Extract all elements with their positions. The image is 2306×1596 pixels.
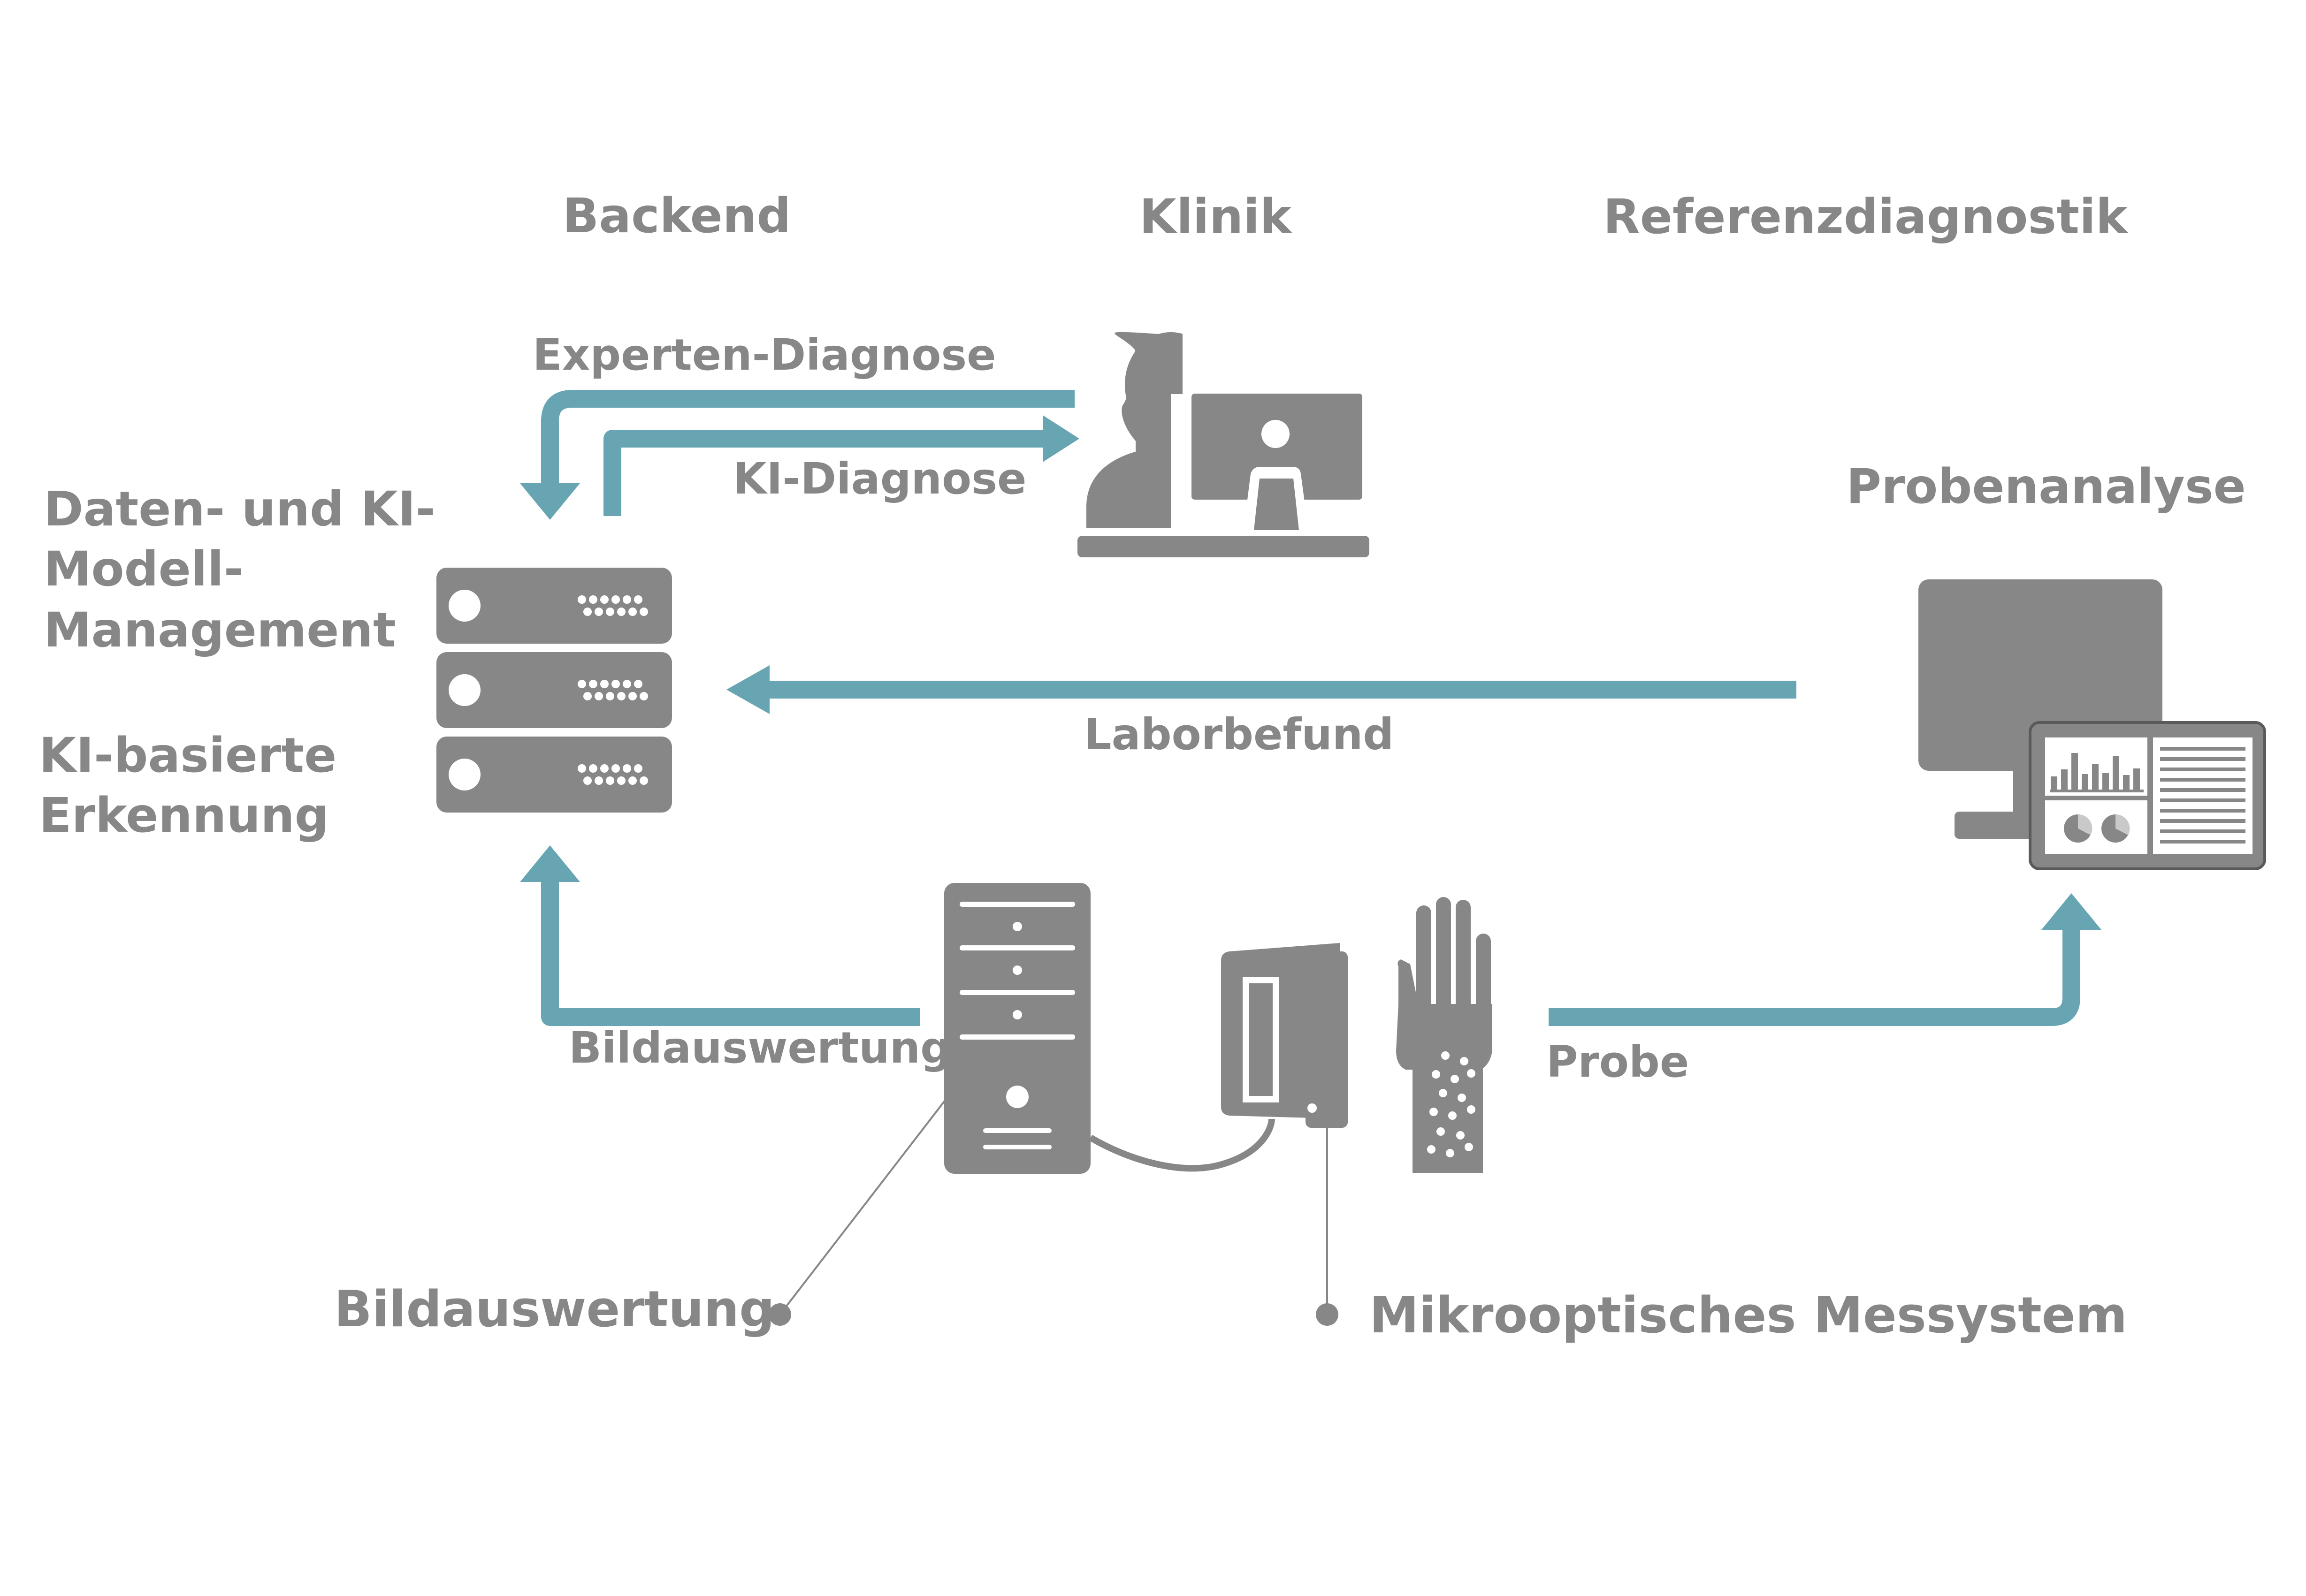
callout-dot-bildauswertung — [769, 1303, 791, 1326]
arrowhead-experten — [520, 483, 580, 520]
arrowhead-probe — [2041, 893, 2101, 930]
arrow-experten-diagnose — [541, 390, 1075, 483]
callout-label-messsystem: Mikrooptisches Messystem — [1369, 1286, 2127, 1344]
callout-dot-messsystem — [1316, 1303, 1338, 1326]
label-ki-line1: KI-basierte — [39, 728, 336, 783]
arrowhead-laborbefund — [726, 665, 770, 714]
header-klinik: Klinik — [1139, 189, 1293, 245]
callout-line-bildauswertung — [779, 1094, 950, 1315]
header-referenzdiagnostik: Referenzdiagnostik — [1603, 189, 2129, 245]
microoptical-scanner-icon — [1221, 943, 1348, 1128]
arrowhead-bildauswertung — [520, 845, 580, 882]
arrow-ki-diagnose — [603, 430, 1044, 516]
cable-line — [1089, 1118, 1275, 1172]
label-daten-line2: Modell- — [44, 541, 244, 597]
label-probenanalyse: Probenanalyse — [1846, 459, 2246, 515]
lab-monitor-tablet-icon — [1918, 579, 2266, 870]
label-probe: Probe — [1546, 1037, 1689, 1087]
label-laborbefund: Laborbefund — [1084, 709, 1394, 760]
callout-label-bildauswertung: Bildauswertung — [334, 1280, 775, 1338]
clinician-at-computer-icon — [1077, 332, 1371, 557]
arrow-bildauswertung — [541, 882, 920, 1026]
computer-tower-icon — [944, 883, 1091, 1174]
server-rack-icon — [436, 568, 672, 813]
arrowhead-ki-diagnose — [1043, 415, 1079, 462]
header-backend: Backend — [563, 188, 791, 244]
hand-sample-icon — [1396, 897, 1492, 1173]
label-daten-line1: Daten- und KI- — [44, 481, 435, 537]
label-daten-line3: Management — [44, 602, 396, 658]
label-experten-diagnose: Experten-Diagnose — [533, 330, 996, 380]
label-ki-diagnose: KI-Diagnose — [733, 454, 1026, 504]
label-bildauswertung-arrow: Bildauswertung — [569, 1023, 951, 1073]
arrow-probe — [1549, 929, 2080, 1026]
label-ki-line2: Erkennung — [39, 788, 329, 844]
